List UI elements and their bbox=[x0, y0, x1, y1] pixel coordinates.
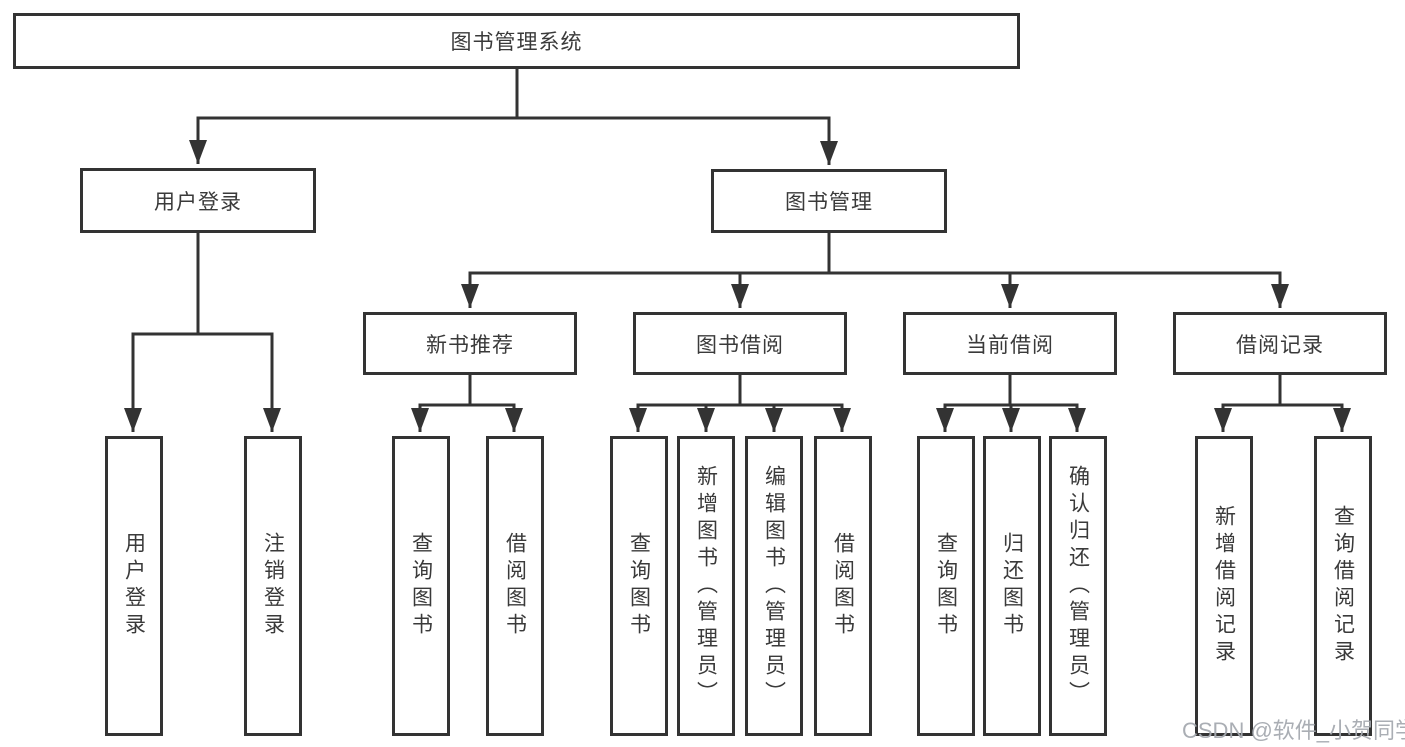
leaf-borrow-books-recommend: 借阅图书 bbox=[486, 436, 544, 736]
leaf-query-books-recommend-label: 查询图书 bbox=[409, 532, 433, 640]
node-borrow-record: 借阅记录 bbox=[1173, 312, 1387, 375]
leaf-confirm-return-admin: 确认归还（管理员） bbox=[1049, 436, 1107, 736]
leaf-add-borrow-record: 新增借阅记录 bbox=[1195, 436, 1253, 736]
leaf-return-books-label: 归还图书 bbox=[1000, 532, 1024, 640]
leaf-query-borrow-record: 查询借阅记录 bbox=[1314, 436, 1372, 736]
leaf-query-books-current: 查询图书 bbox=[917, 436, 975, 736]
leaf-query-books-borrow: 查询图书 bbox=[610, 436, 668, 736]
leaf-borrow-books: 借阅图书 bbox=[814, 436, 872, 736]
node-book-borrow-label: 图书借阅 bbox=[696, 333, 784, 357]
node-current-borrow-label: 当前借阅 bbox=[966, 333, 1054, 357]
csdn-watermark: CSDN @软件_小贺同学 bbox=[1182, 718, 1405, 743]
node-user-login-label: 用户登录 bbox=[154, 190, 242, 214]
leaf-borrow-books-label: 借阅图书 bbox=[831, 532, 855, 640]
leaf-query-books-borrow-label: 查询图书 bbox=[627, 532, 651, 640]
book-borrow-children-connector bbox=[629, 372, 851, 432]
leaf-query-books-current-label: 查询图书 bbox=[934, 532, 958, 640]
node-new-book-recommend-label: 新书推荐 bbox=[426, 333, 514, 357]
node-library-system-label: 图书管理系统 bbox=[450, 31, 583, 54]
book-management-children-connector bbox=[461, 230, 1289, 308]
new-book-children-connector bbox=[411, 372, 523, 432]
leaf-add-borrow-record-label: 新增借阅记录 bbox=[1212, 505, 1236, 667]
leaf-user-login-label: 用户登录 bbox=[122, 532, 146, 640]
leaf-return-books: 归还图书 bbox=[983, 436, 1041, 736]
user-login-children-connector bbox=[124, 230, 281, 432]
node-book-management-label: 图书管理 bbox=[785, 191, 873, 214]
node-user-login: 用户登录 bbox=[80, 168, 316, 233]
current-borrow-children-connector bbox=[936, 372, 1086, 432]
leaf-borrow-books-recommend-label: 借阅图书 bbox=[503, 532, 527, 640]
leaf-add-books-admin-label: 新增图书（管理员） bbox=[694, 464, 718, 708]
leaf-edit-books-admin-label: 编辑图书（管理员） bbox=[762, 464, 786, 708]
node-new-book-recommend: 新书推荐 bbox=[363, 312, 577, 375]
root-to-level2-connector bbox=[189, 66, 838, 165]
borrow-record-children-connector bbox=[1214, 372, 1351, 432]
leaf-query-books-recommend: 查询图书 bbox=[392, 436, 450, 736]
leaf-edit-books-admin: 编辑图书（管理员） bbox=[745, 436, 803, 736]
node-book-borrow: 图书借阅 bbox=[633, 312, 847, 375]
leaf-query-borrow-record-label: 查询借阅记录 bbox=[1331, 505, 1355, 667]
node-book-management: 图书管理 bbox=[711, 169, 947, 233]
node-borrow-record-label: 借阅记录 bbox=[1236, 333, 1324, 357]
node-current-borrow: 当前借阅 bbox=[903, 312, 1117, 375]
node-library-system: 图书管理系统 bbox=[13, 13, 1020, 69]
leaf-confirm-return-admin-label: 确认归还（管理员） bbox=[1066, 464, 1090, 708]
leaf-logout-label: 注销登录 bbox=[261, 532, 285, 640]
leaf-user-login: 用户登录 bbox=[105, 436, 163, 736]
leaf-logout: 注销登录 bbox=[244, 436, 302, 736]
leaf-add-books-admin: 新增图书（管理员） bbox=[677, 436, 735, 736]
